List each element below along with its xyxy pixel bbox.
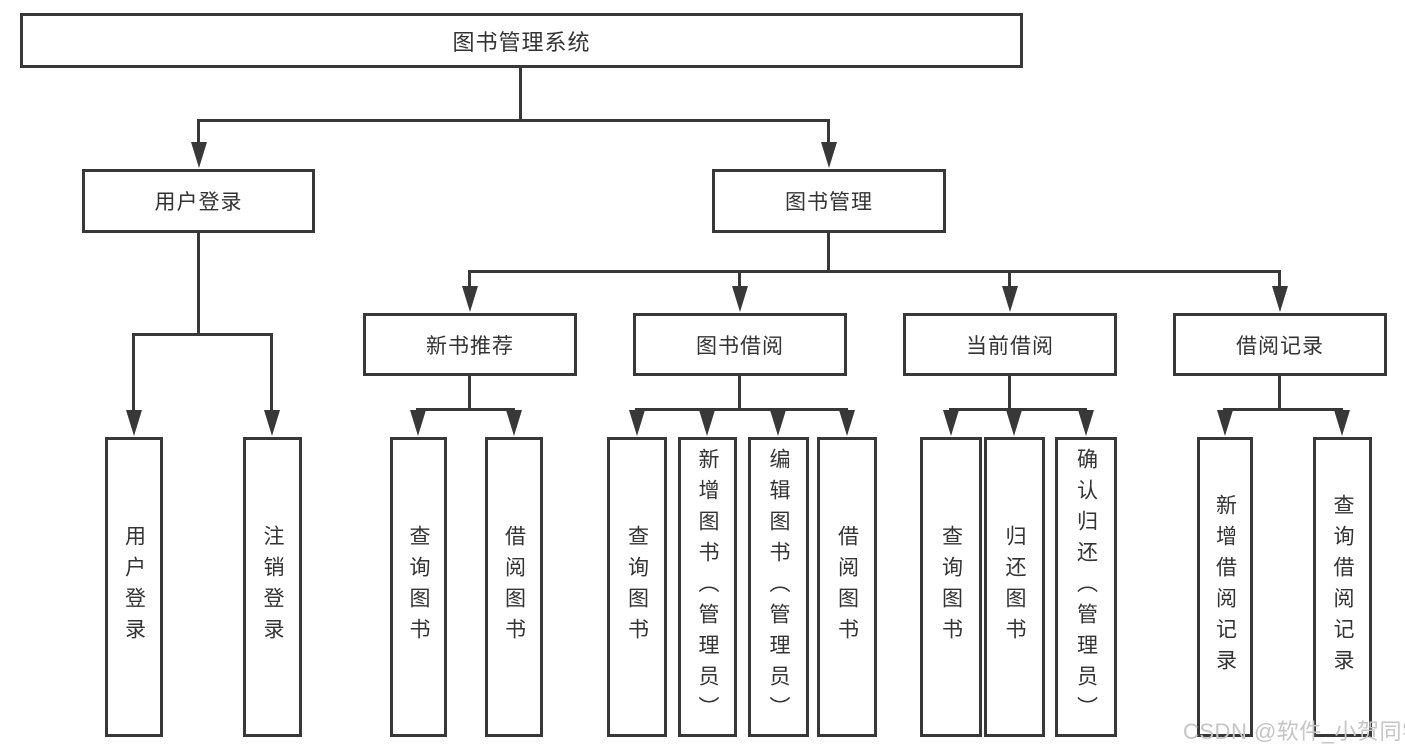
- arrow-down-icon: [1002, 286, 1018, 312]
- leaf-record-add-borrow-record: 新增借阅记录: [1197, 437, 1253, 737]
- connector-line: [197, 233, 200, 336]
- connector-line: [1278, 270, 1281, 288]
- connector-line: [270, 333, 273, 411]
- arrow-down-icon: [1272, 286, 1288, 312]
- arrow-down-icon: [1334, 410, 1350, 436]
- connector-line: [416, 408, 515, 411]
- arrow-down-icon: [943, 410, 959, 436]
- leaf-current-return-book: 归还图书: [984, 437, 1045, 737]
- leaf-record-query-borrow-record: 查询借阅记录: [1313, 437, 1372, 737]
- node-new-book-recommend: 新书推荐: [363, 313, 577, 376]
- node-borrow-record: 借阅记录: [1173, 313, 1387, 376]
- leaf-borrow-borrow-book: 借阅图书: [817, 437, 877, 737]
- connector-line: [468, 270, 1281, 273]
- arrow-down-icon: [770, 410, 786, 436]
- arrow-down-icon: [821, 142, 837, 168]
- arrow-down-icon: [126, 410, 142, 436]
- arrow-down-icon: [506, 410, 522, 436]
- node-book-borrow: 图书借阅: [633, 313, 847, 376]
- node-root: 图书管理系统: [20, 13, 1023, 68]
- connector-line: [827, 233, 830, 273]
- connector-line: [132, 333, 135, 411]
- leaf-logout: 注销登录: [243, 437, 302, 737]
- arrow-down-icon: [264, 410, 280, 436]
- arrow-down-icon: [410, 410, 426, 436]
- connector-line: [132, 333, 273, 336]
- arrow-down-icon: [462, 286, 478, 312]
- connector-line: [1278, 376, 1281, 411]
- connector-line: [1008, 270, 1011, 288]
- leaf-user-login: 用户登录: [105, 437, 163, 737]
- connector-line: [1008, 376, 1011, 411]
- leaf-current-confirm-return-admin: 确认归还（管理员）: [1055, 437, 1117, 737]
- arrow-down-icon: [191, 142, 207, 168]
- leaf-borrow-add-book-admin: 新增图书（管理员）: [678, 437, 737, 737]
- leaf-borrow-edit-book-admin: 编辑图书（管理员）: [748, 437, 809, 737]
- connector-line: [635, 408, 848, 411]
- connector-line: [949, 408, 1087, 411]
- csdn-watermark: CSDN @软件_小贺同学: [1183, 719, 1405, 744]
- node-book-management: 图书管理: [712, 169, 946, 233]
- arrow-down-icon: [732, 286, 748, 312]
- connector-line: [827, 119, 830, 143]
- arrow-down-icon: [699, 410, 715, 436]
- connector-line: [738, 270, 741, 288]
- leaf-recommend-query-book: 查询图书: [390, 437, 447, 737]
- connector-line: [519, 68, 522, 122]
- connector-line: [738, 376, 741, 411]
- connector-line: [468, 376, 471, 411]
- node-user-login: 用户登录: [82, 169, 315, 233]
- leaf-current-query-book: 查询图书: [920, 437, 982, 737]
- leaf-recommend-borrow-book: 借阅图书: [485, 437, 543, 737]
- connector-line: [197, 119, 200, 143]
- leaf-borrow-query-book: 查询图书: [607, 437, 667, 737]
- node-current-borrow: 当前借阅: [903, 313, 1117, 376]
- arrow-down-icon: [1078, 410, 1094, 436]
- arrow-down-icon: [629, 410, 645, 436]
- arrow-down-icon: [1006, 410, 1022, 436]
- connector-line: [1223, 408, 1343, 411]
- arrow-down-icon: [1217, 410, 1233, 436]
- connector-line: [197, 119, 830, 122]
- connector-line: [468, 270, 471, 288]
- arrow-down-icon: [839, 410, 855, 436]
